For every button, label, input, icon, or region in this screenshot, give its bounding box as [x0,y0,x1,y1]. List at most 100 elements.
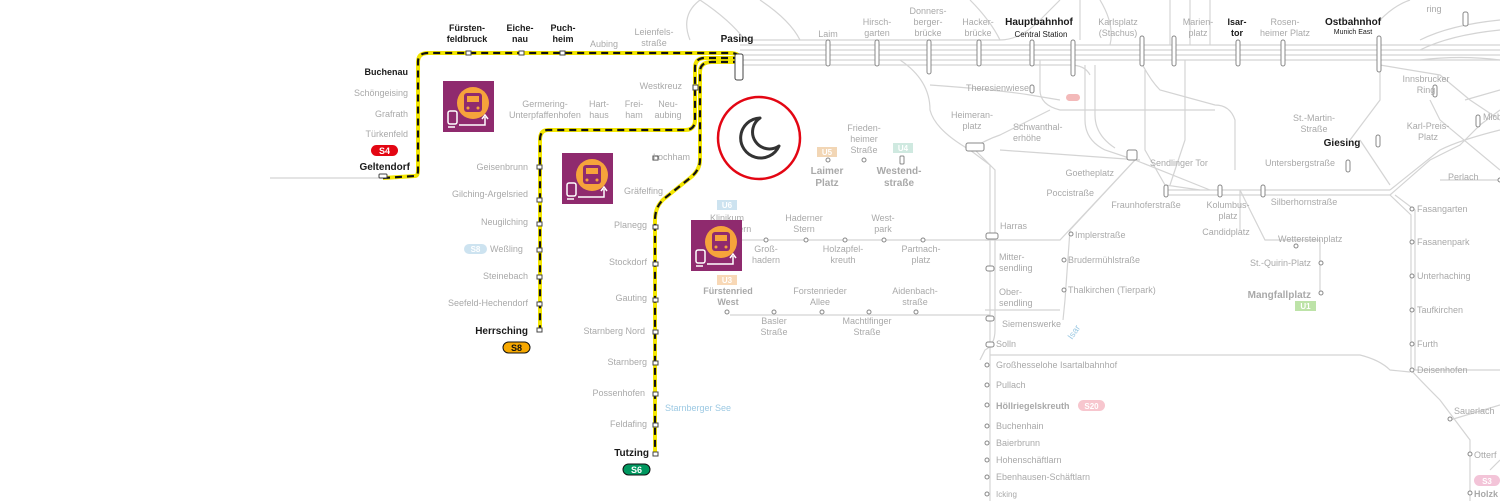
label-starnberger-see: Starnberger See [665,403,731,413]
label-hohenschaeftlarn: Hohenschäftlarn [996,455,1062,465]
line-badge-s4-label: S4 [379,146,390,156]
line-badge-s6 [622,463,651,476]
label-ostbahnhof: Ostbahnhof [1325,17,1382,28]
label-buchenau: Buchenau [364,67,408,77]
label-silberhornstrasse: Silberhornstraße [1271,197,1338,207]
line-badge-s3-label: S3 [1482,477,1492,486]
label-marienplatz: Marien-platz [1183,17,1214,38]
label-brudermuehl: Brudermühlstraße [1068,255,1140,265]
label-st-quirin: St.-Quirin-Platz [1250,258,1312,268]
line-badge-s20-label: S20 [1084,402,1099,411]
label-ostbahnhof-sub: Munich East [1334,29,1373,36]
background-network [270,0,1500,501]
label-deisenhofen: Deisenhofen [1417,365,1468,375]
label-leienfels: Leienfels-straße [634,27,673,48]
label-taufkirchen: Taufkirchen [1417,305,1463,315]
line-badge-u1 [1295,301,1316,311]
label-westpark: West-park [871,213,894,234]
moon-icon [739,116,781,160]
label-obersendling: Ober-sendling [999,287,1033,308]
line-badge-s8 [502,341,531,354]
label-candidplatz: Candidplatz [1202,227,1250,237]
label-hirschgarten: Hirsch-garten [863,17,892,38]
label-grafrath: Grafrath [375,109,408,119]
label-herrsching: Herrsching [475,326,528,337]
line-badge-s8-faded-label: S8 [471,245,481,254]
label-icking: Icking [996,490,1017,499]
label-holzkirchen: Holzk [1474,489,1499,499]
label-hoellriegelskreuth: Höllriegelskreuth [996,401,1070,411]
label-giesing: Giesing [1324,138,1361,149]
station-labels: Fürsten-feldbruck Eiche-nau Puch-heim Au… [354,4,1500,499]
background-stops [724,11,1500,497]
line-badge-s3 [1474,475,1500,486]
label-aidenbach: Aidenbach-straße [892,286,938,307]
line-badge-u6 [717,200,737,210]
label-siemenswerke: Siemenswerke [1002,319,1061,329]
label-untersbergstrasse: Untersbergstraße [1265,158,1335,168]
label-aubing: Aubing [590,39,618,49]
label-fasanenpark: Fasanenpark [1417,237,1470,247]
line-badge-u5 [817,147,837,157]
rail-replacement-bus-icon [562,153,613,204]
night-service-marker [716,95,802,181]
line-badge-u4 [893,143,913,153]
label-planegg: Planegg [614,220,647,230]
line-badge-u4-label: U4 [898,144,909,153]
label-heimeranplatz: Heimeran-platz [951,110,993,131]
line-badge-u3 [717,275,737,285]
label-grosshesselohe: Großhesselohe Isartalbahnhof [996,360,1118,370]
line-badge-u5-label: U5 [822,148,833,157]
line-badge-u3-label: U3 [722,276,733,285]
label-laim: Laim [818,29,838,39]
label-gauting: Gauting [615,293,647,303]
label-wettersteinplatz: Wettersteinplatz [1278,234,1343,244]
label-stockdorf: Stockdorf [609,257,648,267]
label-wessling: Weßling [490,244,523,254]
label-fuerstenfeldbruck: Fürsten-feldbruck [447,23,489,44]
label-ring: ring [1426,4,1441,14]
line-badge-s7 [1066,94,1080,101]
label-eichenau: Eiche-nau [506,23,533,44]
label-feldafing: Feldafing [610,419,647,429]
label-schwanthalerhoehe: Schwanthal-erhöhe [1013,122,1063,143]
label-hbf-sub: Central Station [1015,30,1068,39]
label-holzapfelkreuth: Holzapfel-kreuth [823,244,864,265]
label-freiham: Frei-ham [625,99,644,120]
label-goetheplatz: Goetheplatz [1065,168,1114,178]
label-rosenheimer: Rosen-heimer Platz [1260,17,1311,38]
label-geisenbrunn: Geisenbrunn [476,162,528,172]
label-starnberg: Starnberg [607,357,647,367]
label-sendlinger-tor: Sendlinger Tor [1150,158,1208,168]
label-st-martin: St.-Martin-Straße [1293,113,1335,134]
label-kolumbusplatz: Kolumbus-platz [1206,200,1249,221]
label-puchheim: Puch-heim [550,23,575,44]
label-solln: Solln [996,339,1016,349]
label-sauerlach: Sauerlach [1454,406,1495,416]
label-mich: Mich [1483,112,1500,122]
label-donnersberger: Donners-berger-brücke [909,6,946,38]
label-otterfing: Otterf [1474,450,1497,460]
label-starnberg-nord: Starnberg Nord [583,326,645,336]
label-graefelfing: Gräfelfing [624,186,663,196]
label-baierbrunn: Baierbrunn [996,438,1040,448]
rail-replacement-bus-icon [691,220,742,271]
label-implerstrasse: Implerstraße [1075,230,1126,240]
label-thalkirchen: Thalkirchen (Tierpark) [1068,285,1156,295]
label-westendstrasse: Westend-straße [877,166,922,189]
label-mangfallplatz: Mangfallplatz [1248,290,1311,301]
label-fraunhoferstrasse: Fraunhoferstraße [1111,200,1181,210]
label-furth: Furth [1417,339,1438,349]
line-badge-u6-label: U6 [722,201,733,210]
label-hbf: Hauptbahnhof [1005,17,1073,28]
label-isar: Isar [1065,323,1082,341]
label-isartor: Isar-tor [1227,17,1246,38]
